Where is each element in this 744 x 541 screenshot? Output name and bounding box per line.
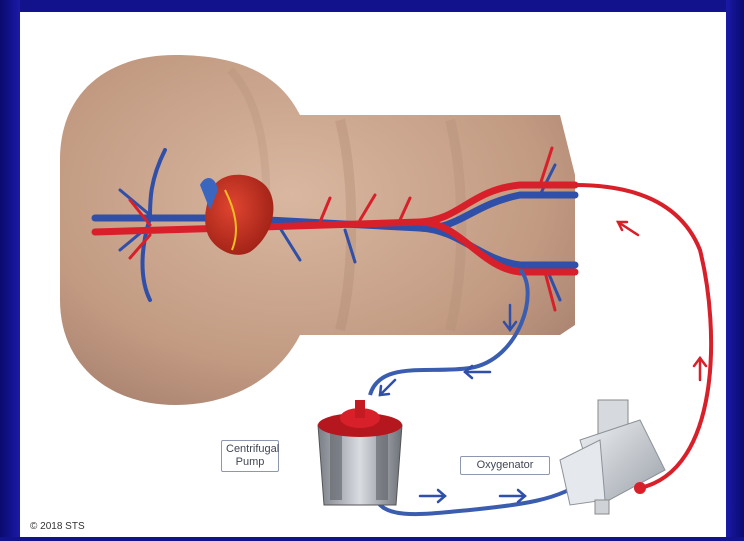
oxygenator-label-text: Oxygenator (477, 459, 534, 471)
pump-label-line1: Centrifugal (226, 443, 274, 456)
pump-to-oxygenator-tube (375, 480, 585, 514)
centrifugal-pump-label: Centrifugal Pump (221, 440, 279, 472)
copyright-notice: © 2018 STS (30, 521, 85, 532)
oxygenator-label: Oxygenator (460, 456, 550, 475)
centrifugal-pump-icon (318, 400, 402, 505)
oxygenator-icon (560, 400, 665, 514)
pump-label-line2: Pump (226, 456, 274, 469)
